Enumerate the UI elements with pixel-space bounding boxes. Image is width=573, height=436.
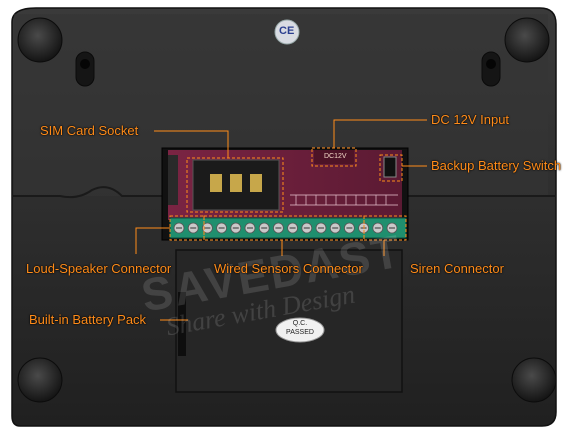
- leader-lines: [135, 119, 427, 321]
- device-lower-step: [12, 186, 556, 199]
- pin-header: [168, 155, 178, 205]
- device-upper-panel: [14, 14, 548, 196]
- highlight-boxes: [169, 147, 407, 241]
- label-siren-connector: Siren Connector: [410, 261, 504, 276]
- pcb-silkscreen: [290, 194, 398, 206]
- leader-dc: [333, 119, 427, 148]
- rubber-foot-top-left: [17, 17, 63, 63]
- rubber-foot-top-right: [504, 17, 550, 63]
- label-loud-speaker-connector: Loud-Speaker Connector: [26, 261, 172, 276]
- leader-sim: [154, 130, 229, 158]
- qc-line1: Q.C.: [292, 320, 308, 327]
- label-wired-sensors-connector: Wired Sensors Connector: [214, 261, 363, 276]
- ce-mark-text: CE: [279, 25, 295, 37]
- keyhole-left: [75, 51, 95, 87]
- label-sim-card-socket: SIM Card Socket: [40, 123, 139, 138]
- sim-highlight: [186, 157, 284, 213]
- sim-card-socket: [192, 159, 280, 211]
- board-dc-text: DC12V: [324, 153, 347, 160]
- siren-highlight: [363, 215, 407, 241]
- switch-highlight: [379, 154, 403, 182]
- qc-sticker: [275, 317, 325, 343]
- keyhole-right: [481, 51, 501, 87]
- label-backup-battery-switch: Backup Battery Switch: [431, 158, 562, 173]
- terminal-screws: [173, 222, 398, 234]
- backup-battery-switch: [383, 156, 397, 178]
- battery-latch: [178, 292, 186, 356]
- ce-sticker: [274, 19, 300, 45]
- rubber-foot-bottom-left: [17, 357, 63, 403]
- label-battery-pack: Built-in Battery Pack: [29, 312, 147, 327]
- rubber-foot-bottom-right: [511, 357, 557, 403]
- dc-input-jack: [314, 150, 354, 164]
- leader-speaker: [135, 227, 170, 254]
- qc-line2: PASSED: [286, 329, 314, 336]
- label-dc-input: DC 12V Input: [431, 112, 510, 127]
